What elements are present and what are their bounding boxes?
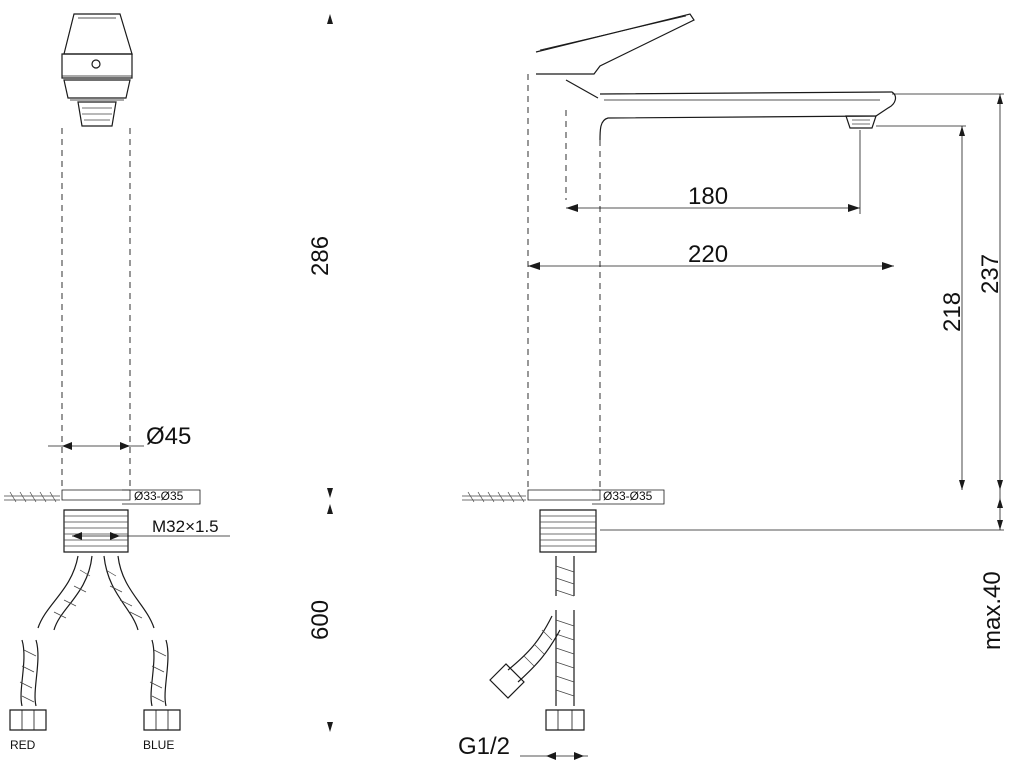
- front-hole-range-label: Ø33-Ø35: [134, 489, 184, 503]
- reach-outer-label: 220: [688, 241, 728, 268]
- thread-label: M32×1.5: [152, 517, 219, 536]
- hose-right-label: BLUE: [143, 738, 174, 752]
- deck-thickness-label: max.40: [979, 571, 1006, 650]
- front-handle: [61, 13, 133, 127]
- front-hoses: RED BLUE: [9, 555, 181, 752]
- total-height-dimension: 237: [892, 93, 1004, 530]
- hose-length-label: 600: [307, 600, 334, 640]
- front-countertop: Ø33-Ø35: [4, 489, 201, 505]
- side-shank: [539, 509, 597, 553]
- side-countertop: Ø33-Ø35: [462, 489, 665, 505]
- side-hoses: [489, 556, 585, 731]
- diameter-dimension: Ø45: [48, 423, 191, 450]
- connection-label: G1/2: [458, 733, 510, 760]
- front-shank: M32×1.5: [63, 509, 230, 553]
- reach-inner-label: 180: [688, 183, 728, 210]
- deck-thickness-dimension: max.40: [600, 498, 1006, 650]
- side-lever: [535, 13, 695, 99]
- vertical-dimension: 286 600: [307, 14, 334, 732]
- hose-left-label: RED: [10, 738, 36, 752]
- connection-dimension: G1/2: [458, 733, 588, 760]
- spout-height-label: 218: [939, 292, 966, 332]
- front-view: Ø45 Ø33-Ø35 M32×1.5: [4, 13, 230, 752]
- side-hole-range-label: Ø33-Ø35: [603, 489, 653, 503]
- reach-inner-dimension: 180: [566, 130, 861, 214]
- spout-height-dimension: 218: [876, 125, 966, 490]
- height-label: 286: [307, 236, 334, 276]
- side-view: 180 220 218 237: [458, 13, 1006, 760]
- total-height-label: 237: [977, 254, 1004, 294]
- side-spout: [599, 91, 897, 141]
- diameter-label: Ø45: [146, 423, 191, 450]
- reach-outer-dimension: 220: [528, 241, 894, 270]
